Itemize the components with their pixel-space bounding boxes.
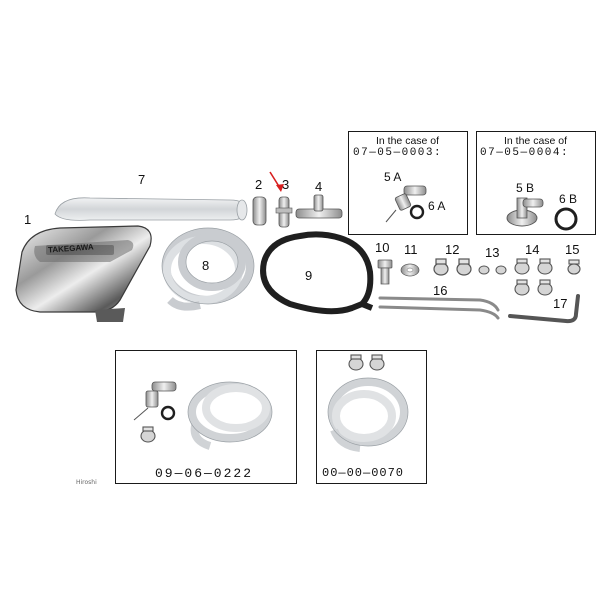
kit2-hose — [328, 378, 408, 452]
hose-clamp-14 — [514, 258, 553, 296]
o-ring-6b — [554, 207, 578, 231]
label-part-6a: 6 A — [428, 199, 446, 213]
kit1-hose-outline — [187, 381, 273, 443]
o-ring-6a — [409, 204, 425, 220]
red-arrow — [269, 171, 284, 192]
coiled-braided-hose — [162, 228, 254, 311]
joint-pipe — [275, 196, 293, 228]
cable-ties — [378, 296, 500, 320]
grommet — [252, 196, 267, 226]
kit2-clamps — [348, 354, 385, 371]
label-part-5a: 5 A — [384, 170, 402, 184]
label-part-17: 17 — [553, 296, 568, 311]
hose-clamp-12 — [433, 258, 472, 276]
case-heading-0004: In the case of — [504, 135, 568, 147]
hex-wrench — [508, 294, 580, 324]
hose-clamp-15 — [567, 259, 581, 275]
hose-clamp-13 — [478, 265, 507, 275]
black-hose — [260, 231, 374, 315]
clear-hose-straight — [54, 197, 248, 221]
coiled-hose-outline — [161, 227, 255, 305]
kit1-hose — [188, 382, 272, 450]
breather-cover — [15, 225, 152, 322]
kit-code-hose: 00—00—0070 — [322, 466, 405, 480]
label-part-9: 9 — [305, 268, 313, 283]
case-box-0003 — [348, 131, 468, 235]
label-part-8: 8 — [202, 258, 210, 273]
label-part-14: 14 — [525, 242, 540, 257]
case-code-0004: 07—05—0004: — [480, 147, 570, 159]
kit1-clamp — [140, 426, 156, 443]
case-code-0003: 07—05—0003: — [353, 147, 443, 159]
label-part-13: 13 — [485, 245, 500, 260]
label-part-3: 3 — [282, 177, 290, 192]
kit1-o-ring — [160, 405, 176, 421]
label-part-11: 11 — [404, 242, 418, 257]
label-part-15: 15 — [565, 242, 580, 257]
label-part-7: 7 — [138, 172, 146, 187]
kit-code-breather: 09—06—0222 — [155, 466, 254, 481]
kit2-hose-outline — [327, 377, 409, 447]
bolt — [377, 259, 393, 285]
label-part-4: 4 — [315, 179, 323, 194]
label-part-6b: 6 B — [559, 192, 578, 206]
label-part-12: 12 — [445, 242, 460, 257]
kit1-fitting — [133, 381, 177, 421]
fitting-5b — [506, 197, 544, 227]
label-part-16: 16 — [433, 283, 448, 298]
label-part-2: 2 — [255, 177, 263, 192]
washer — [400, 263, 420, 277]
label-part-1: 1 — [24, 212, 32, 227]
t-joint — [295, 194, 343, 219]
label-part-10: 10 — [375, 240, 390, 255]
watermark: Hiroshi — [76, 479, 97, 486]
case-heading-0003: In the case of — [376, 135, 440, 147]
fitting-5a — [385, 185, 427, 223]
label-part-5b: 5 B — [516, 181, 535, 195]
